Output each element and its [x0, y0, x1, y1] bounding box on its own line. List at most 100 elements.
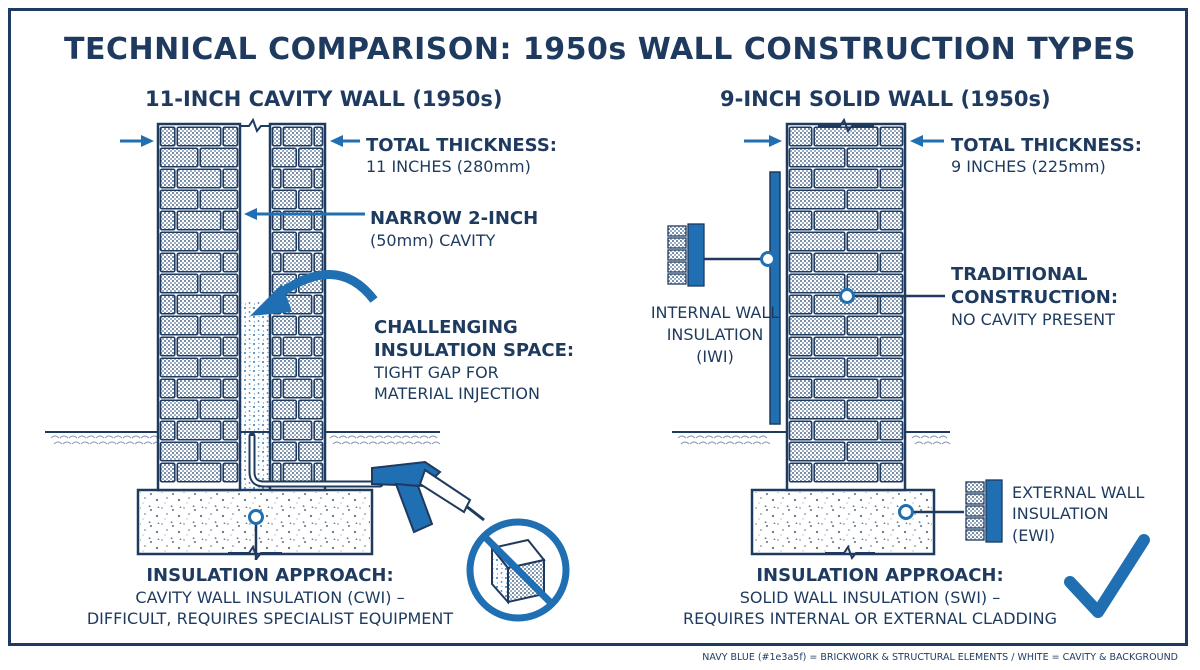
right-solid-wall — [785, 122, 907, 492]
iwi-label-3: (IWI) — [696, 347, 734, 366]
callout-dot-icon — [839, 288, 855, 304]
ewi-detail-brick — [965, 529, 985, 541]
brick — [313, 252, 324, 273]
soil-hatch — [410, 435, 423, 445]
soil-hatch — [758, 435, 771, 445]
left-cavity-break — [240, 117, 270, 134]
traditional-desc: NO CAVITY PRESENT — [951, 310, 1115, 329]
brick — [222, 378, 239, 399]
brick — [271, 336, 282, 357]
arrow-head — [330, 135, 343, 147]
color-legend-footer: NAVY BLUE (#1e3a5f) = BRICKWORK & STRUCT… — [702, 652, 1178, 663]
brick — [159, 273, 199, 294]
brick — [271, 189, 298, 210]
brick — [313, 294, 324, 315]
cavity-label: NARROW 2-INCH — [370, 208, 539, 229]
brick — [282, 336, 313, 357]
soil-hatch — [740, 435, 753, 445]
brick — [271, 315, 298, 336]
brick — [176, 378, 222, 399]
challenge-label-1: CHALLENGING — [374, 317, 518, 338]
brick — [222, 462, 239, 483]
brick — [199, 357, 239, 378]
brick — [788, 378, 813, 399]
curved-arrow-head — [250, 284, 292, 316]
iwi-detail-icon — [667, 223, 705, 287]
brick — [879, 378, 904, 399]
iwi-detail-brick — [667, 273, 687, 285]
soil-hatch — [722, 435, 735, 445]
iwi-label-1: INTERNAL WALL — [650, 303, 780, 322]
soil-hatch — [131, 435, 144, 445]
soil-hatch — [929, 435, 942, 445]
brick — [222, 420, 239, 441]
right-thickness-value: 9 INCHES (225mm) — [951, 157, 1106, 176]
soil-hatch — [392, 435, 405, 445]
challenge-desc-2: MATERIAL INJECTION — [374, 384, 540, 403]
soil-hatch — [419, 435, 432, 445]
challenge-desc-1: TIGHT GAP FOR — [374, 363, 499, 382]
left-approach-line-1: CAVITY WALL INSULATION (CWI) – — [135, 588, 405, 607]
ewi-label-3: (EWI) — [1012, 526, 1056, 545]
left-heading: 11-INCH CAVITY WALL (1950s) — [145, 87, 503, 111]
brick — [788, 273, 846, 294]
brick — [222, 294, 239, 315]
iwi-label-2: INSULATION — [666, 325, 764, 344]
iwi-detail-brick — [667, 249, 687, 261]
brick — [846, 315, 904, 336]
brick — [176, 420, 222, 441]
brick — [297, 189, 324, 210]
brick — [159, 252, 176, 273]
brick — [159, 189, 199, 210]
brick — [176, 252, 222, 273]
brick — [159, 315, 199, 336]
brick — [222, 168, 239, 189]
brick — [788, 336, 813, 357]
brick — [879, 168, 904, 189]
left-outer-leaf — [156, 122, 242, 492]
arrow-head — [769, 135, 782, 147]
break-line — [825, 544, 875, 561]
brick — [271, 210, 282, 231]
arrow-head — [910, 135, 923, 147]
traditional-callout — [839, 288, 945, 304]
soil-hatch — [704, 435, 717, 445]
brick — [788, 252, 813, 273]
gun-nozzle — [465, 504, 485, 522]
brick — [813, 336, 879, 357]
brick — [222, 210, 239, 231]
soil-hatch — [68, 435, 81, 445]
brick — [271, 357, 298, 378]
iwi-detail-insulation — [687, 223, 705, 287]
brick — [159, 420, 176, 441]
brick — [788, 420, 813, 441]
brick — [297, 357, 324, 378]
brick — [846, 441, 904, 462]
iwi-detail-brick — [667, 225, 687, 237]
brick — [282, 126, 313, 147]
brick — [813, 378, 879, 399]
soil-hatch — [365, 435, 378, 445]
brick — [282, 252, 313, 273]
brick — [788, 294, 813, 315]
left-approach-line-2: DIFFICULT, REQUIRES SPECIALIST EQUIPMENT — [86, 609, 454, 628]
soil-hatch — [140, 435, 153, 445]
prohibited-icon — [466, 518, 570, 622]
brick — [222, 126, 239, 147]
brick — [199, 231, 239, 252]
brick — [313, 126, 324, 147]
soil-hatch — [713, 435, 726, 445]
ewi-callout — [898, 504, 964, 520]
brick — [199, 441, 239, 462]
brick — [788, 441, 846, 462]
brick — [788, 210, 813, 231]
brick — [788, 126, 813, 147]
soil-hatch — [50, 435, 63, 445]
soil-hatch — [401, 435, 414, 445]
gun-trigger — [418, 468, 472, 514]
brick — [271, 399, 298, 420]
brick — [788, 357, 846, 378]
brick — [282, 420, 313, 441]
